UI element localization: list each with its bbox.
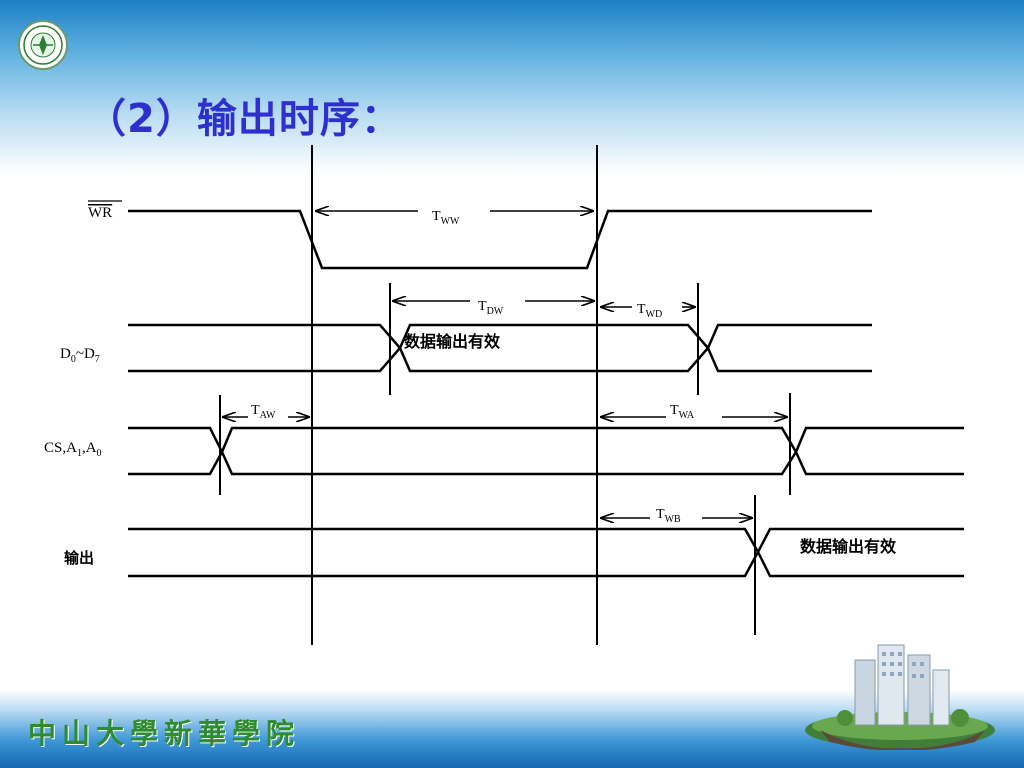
school-emblem-icon [18,20,68,70]
data-valid-text: 数据输出有效 [404,332,500,351]
output-valid-text: 数据输出有效 [800,537,896,556]
signal-label-output: 输出 [64,549,94,567]
timing-arrows [223,211,787,518]
island-buildings-icon [805,644,995,750]
output-bus [128,527,964,578]
twd-label: TWD [637,302,662,320]
signal-label-wr: WR [88,205,112,221]
reference-lines [219,145,791,645]
cs-bus [128,426,964,476]
tww-label: TWW [432,209,460,227]
signal-label-data: D0~D7 [60,346,100,365]
tdw-label: TDW [478,299,504,317]
wr-waveform [128,209,872,270]
data-bus-top [128,323,872,373]
taw-label: TAW [251,403,276,421]
header-background [0,0,1024,175]
footer-school-name: 中山大學新華學院 [28,717,301,750]
twa-label: TWA [670,403,695,421]
signal-label-cs: CS,A1,A0 [44,440,102,459]
twb-label: TWB [656,507,681,525]
page-title: （2）输出时序： [86,96,402,142]
